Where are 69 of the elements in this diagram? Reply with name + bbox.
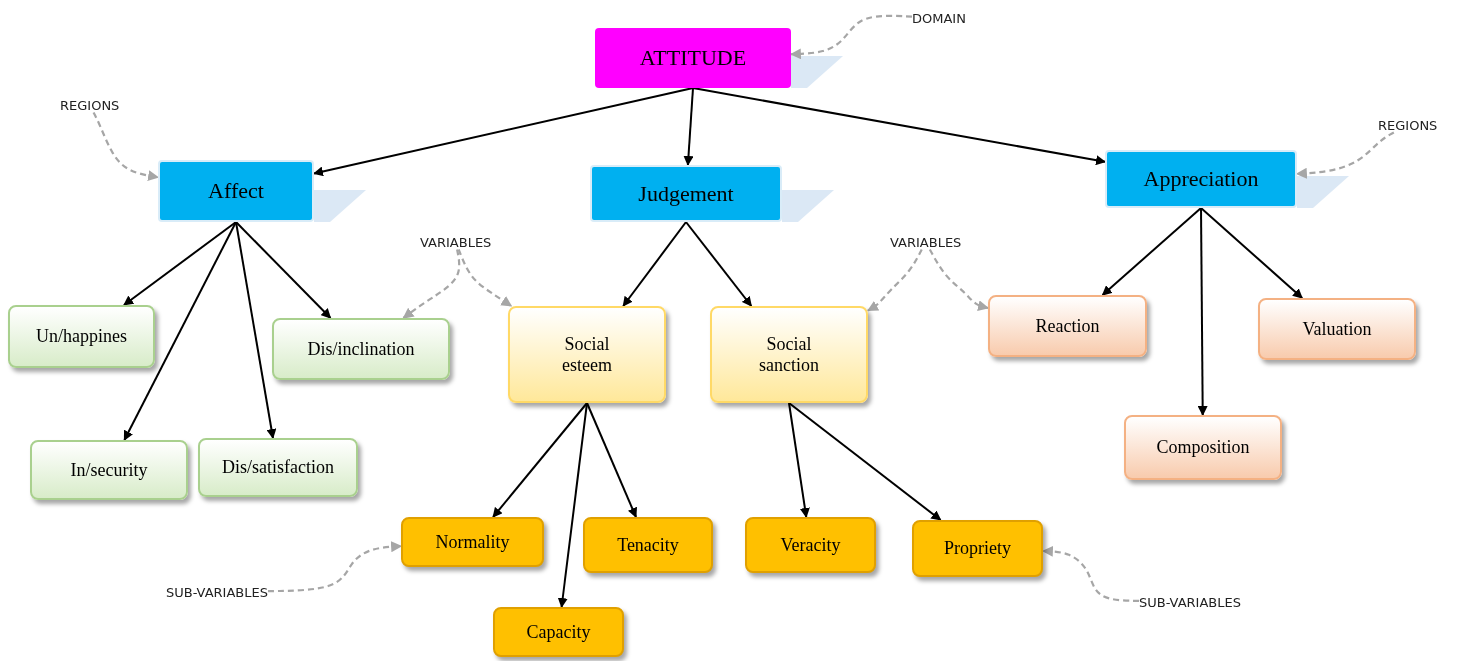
category-box [745, 517, 876, 573]
arrow [92, 112, 160, 181]
arrow [789, 14, 913, 60]
node-label: ATTITUDE [639, 45, 747, 71]
category-box [198, 438, 358, 497]
category-box [272, 318, 450, 380]
arrow [402, 249, 461, 319]
node-label: Dis/inclination [307, 338, 415, 360]
concept-box [590, 165, 782, 222]
annotation-label: VARIABLES [420, 234, 492, 250]
node-label: Composition [1156, 437, 1250, 458]
arrow [867, 249, 923, 312]
node-label: Valuation [1302, 318, 1372, 340]
category-box [8, 305, 155, 368]
arrow [683, 87, 694, 166]
arrow [1197, 207, 1208, 416]
concept-box [1105, 150, 1297, 208]
node-label: Affect [208, 178, 264, 204]
node-label: Social esteem [561, 333, 613, 376]
arrow [492, 402, 588, 518]
concept-box [595, 28, 791, 88]
arrow [1200, 207, 1304, 299]
category-box [583, 517, 713, 573]
arrow [788, 402, 942, 521]
arrow [586, 402, 637, 518]
node-label: Dis/satisfaction [222, 457, 334, 478]
arrow [457, 249, 513, 307]
category-box [710, 306, 868, 403]
node-label: Tenacity [617, 534, 679, 556]
annotation-label: SUB-VARIABLES [166, 584, 268, 600]
node-label: Social sanction [758, 333, 820, 376]
category-box [1258, 298, 1416, 360]
category-box [30, 440, 188, 500]
arrow [788, 402, 810, 518]
annotation-label: REGIONS [60, 97, 120, 113]
arrow [1041, 545, 1140, 603]
category-box [401, 517, 544, 567]
node-label: Propriety [944, 538, 1011, 559]
node-label: Un/happines [36, 326, 127, 347]
arrow [235, 221, 332, 319]
arrow [123, 221, 237, 441]
arrow [928, 248, 990, 312]
category-box [508, 306, 666, 403]
annotation-label: SUB-VARIABLES [1139, 594, 1241, 610]
category-box [988, 295, 1147, 357]
category-box [912, 520, 1043, 577]
arrow [313, 87, 694, 177]
arrow [692, 87, 1106, 166]
arrow [1101, 207, 1202, 296]
node-label: Normality [435, 531, 510, 553]
node-label: Veracity [780, 534, 841, 556]
arrow [685, 221, 753, 307]
concept-box [158, 160, 314, 222]
annotation-label: REGIONS [1378, 117, 1438, 133]
arrow [123, 221, 237, 306]
arrow [267, 541, 403, 593]
arrow [622, 221, 687, 307]
annotation-label: DOMAIN [912, 10, 966, 26]
category-box [1124, 415, 1282, 480]
annotation-label: VARIABLES [890, 234, 962, 250]
node-label: Reaction [1035, 315, 1100, 337]
node-label: Capacity [526, 621, 591, 643]
arrow [235, 221, 277, 439]
arrow [1295, 131, 1395, 179]
node-label: In/security [70, 459, 148, 481]
arrow [557, 402, 588, 608]
node-label: Judgement [638, 180, 734, 207]
node-label: Appreciation [1143, 166, 1259, 192]
category-box [493, 607, 624, 657]
